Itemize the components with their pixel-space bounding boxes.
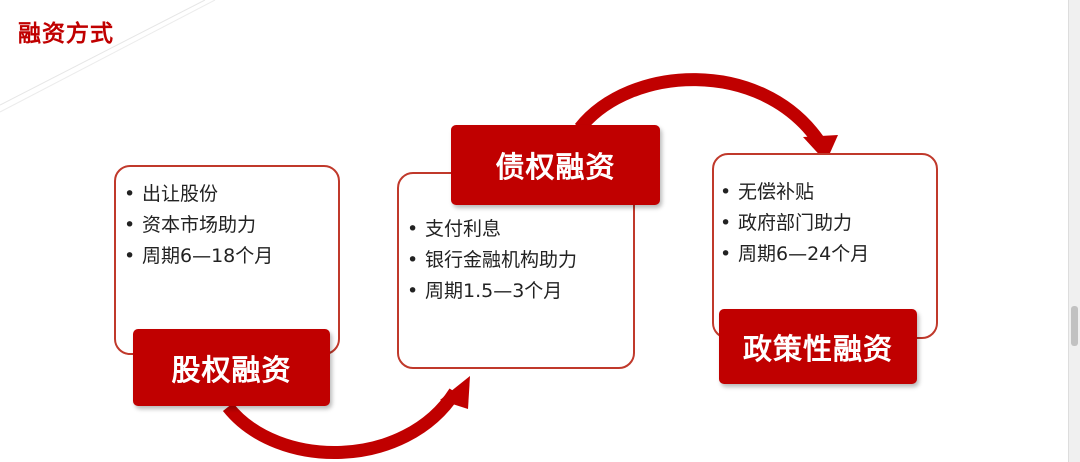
equity-financing-label: 股权融资 — [133, 329, 330, 406]
policy-financing-box: 无偿补贴 政府部门助力 周期6—24个月 — [712, 153, 938, 339]
vertical-scrollbar[interactable] — [1068, 0, 1080, 462]
list-item: 周期6—18个月 — [120, 241, 273, 272]
debt-financing-label: 债权融资 — [451, 125, 660, 205]
list-item: 银行金融机构助力 — [403, 245, 577, 276]
equity-financing-box: 出让股份 资本市场助力 周期6—18个月 — [114, 165, 340, 355]
debt-points-list: 支付利息 银行金融机构助力 周期1.5—3个月 — [403, 214, 577, 307]
list-item: 出让股份 — [120, 179, 273, 210]
list-item: 政府部门助力 — [716, 208, 869, 239]
list-item: 无偿补贴 — [716, 177, 869, 208]
page-title: 融资方式 — [18, 21, 114, 47]
policy-financing-label: 政策性融资 — [719, 309, 917, 384]
list-item: 支付利息 — [403, 214, 577, 245]
equity-points-list: 出让股份 资本市场助力 周期6—18个月 — [120, 179, 273, 272]
list-item: 周期1.5—3个月 — [403, 276, 577, 307]
list-item: 资本市场助力 — [120, 210, 273, 241]
list-item: 周期6—24个月 — [716, 239, 869, 270]
scrollbar-thumb[interactable] — [1071, 306, 1078, 346]
policy-points-list: 无偿补贴 政府部门助力 周期6—24个月 — [716, 177, 869, 270]
